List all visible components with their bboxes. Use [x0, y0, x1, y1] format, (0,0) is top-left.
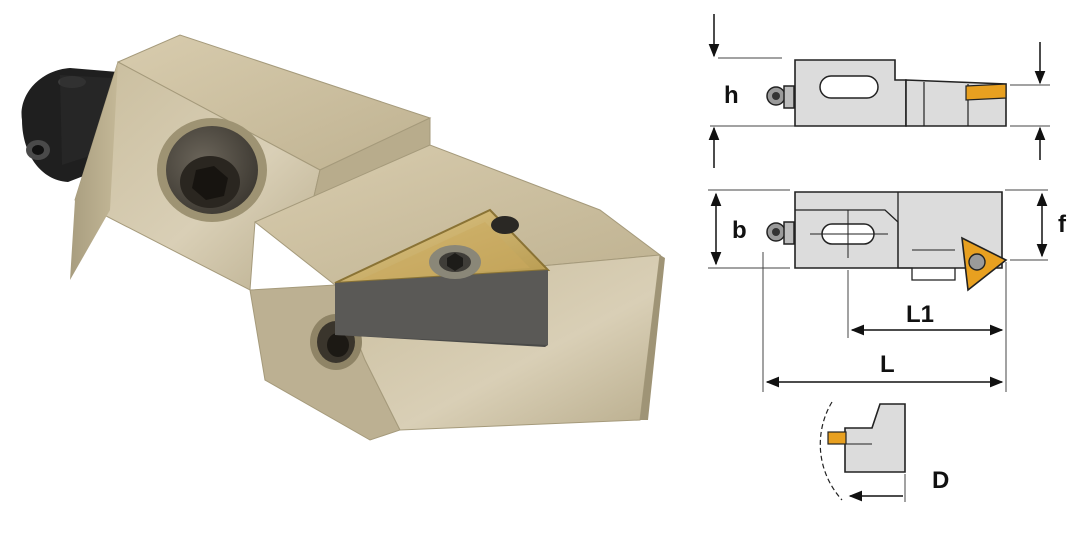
dim-h-label: h [724, 82, 739, 109]
top-view: b f [708, 189, 1067, 292]
dim-d-label: D [932, 467, 949, 494]
side-view: h [708, 14, 1050, 168]
tool-holder-render [21, 34, 665, 441]
end-view: D [819, 401, 949, 502]
length-dimensions: L1 L [762, 252, 1007, 392]
triangular-insert-icon [334, 208, 551, 347]
hex-socket-screw-icon [157, 118, 267, 222]
dim-b-label: b [732, 217, 747, 244]
dim-f-label: f [1058, 211, 1067, 238]
dim-l1-label: L1 [906, 301, 934, 328]
dim-l-label: L [880, 351, 895, 378]
technical-drawing: h b f [708, 14, 1067, 502]
